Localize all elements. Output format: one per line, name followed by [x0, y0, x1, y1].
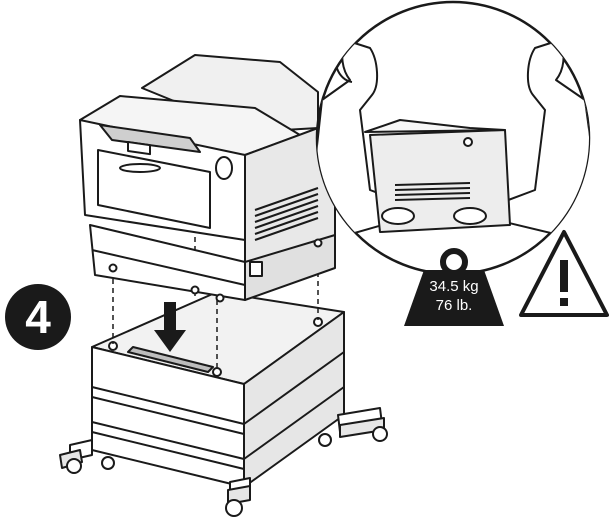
weight-icon [404, 248, 504, 326]
printer-cart [59, 291, 388, 517]
printer [79, 54, 336, 303]
step-number-badge: 4 [5, 284, 71, 350]
weight-label: 34.5 kg 76 lb. [414, 277, 494, 315]
down-arrow-icon [154, 302, 186, 352]
weight-lb: 76 lb. [435, 297, 473, 314]
lifting-inset [315, 0, 591, 276]
warning-triangle-icon [519, 230, 609, 317]
weight-kg: 34.5 kg [429, 278, 479, 295]
